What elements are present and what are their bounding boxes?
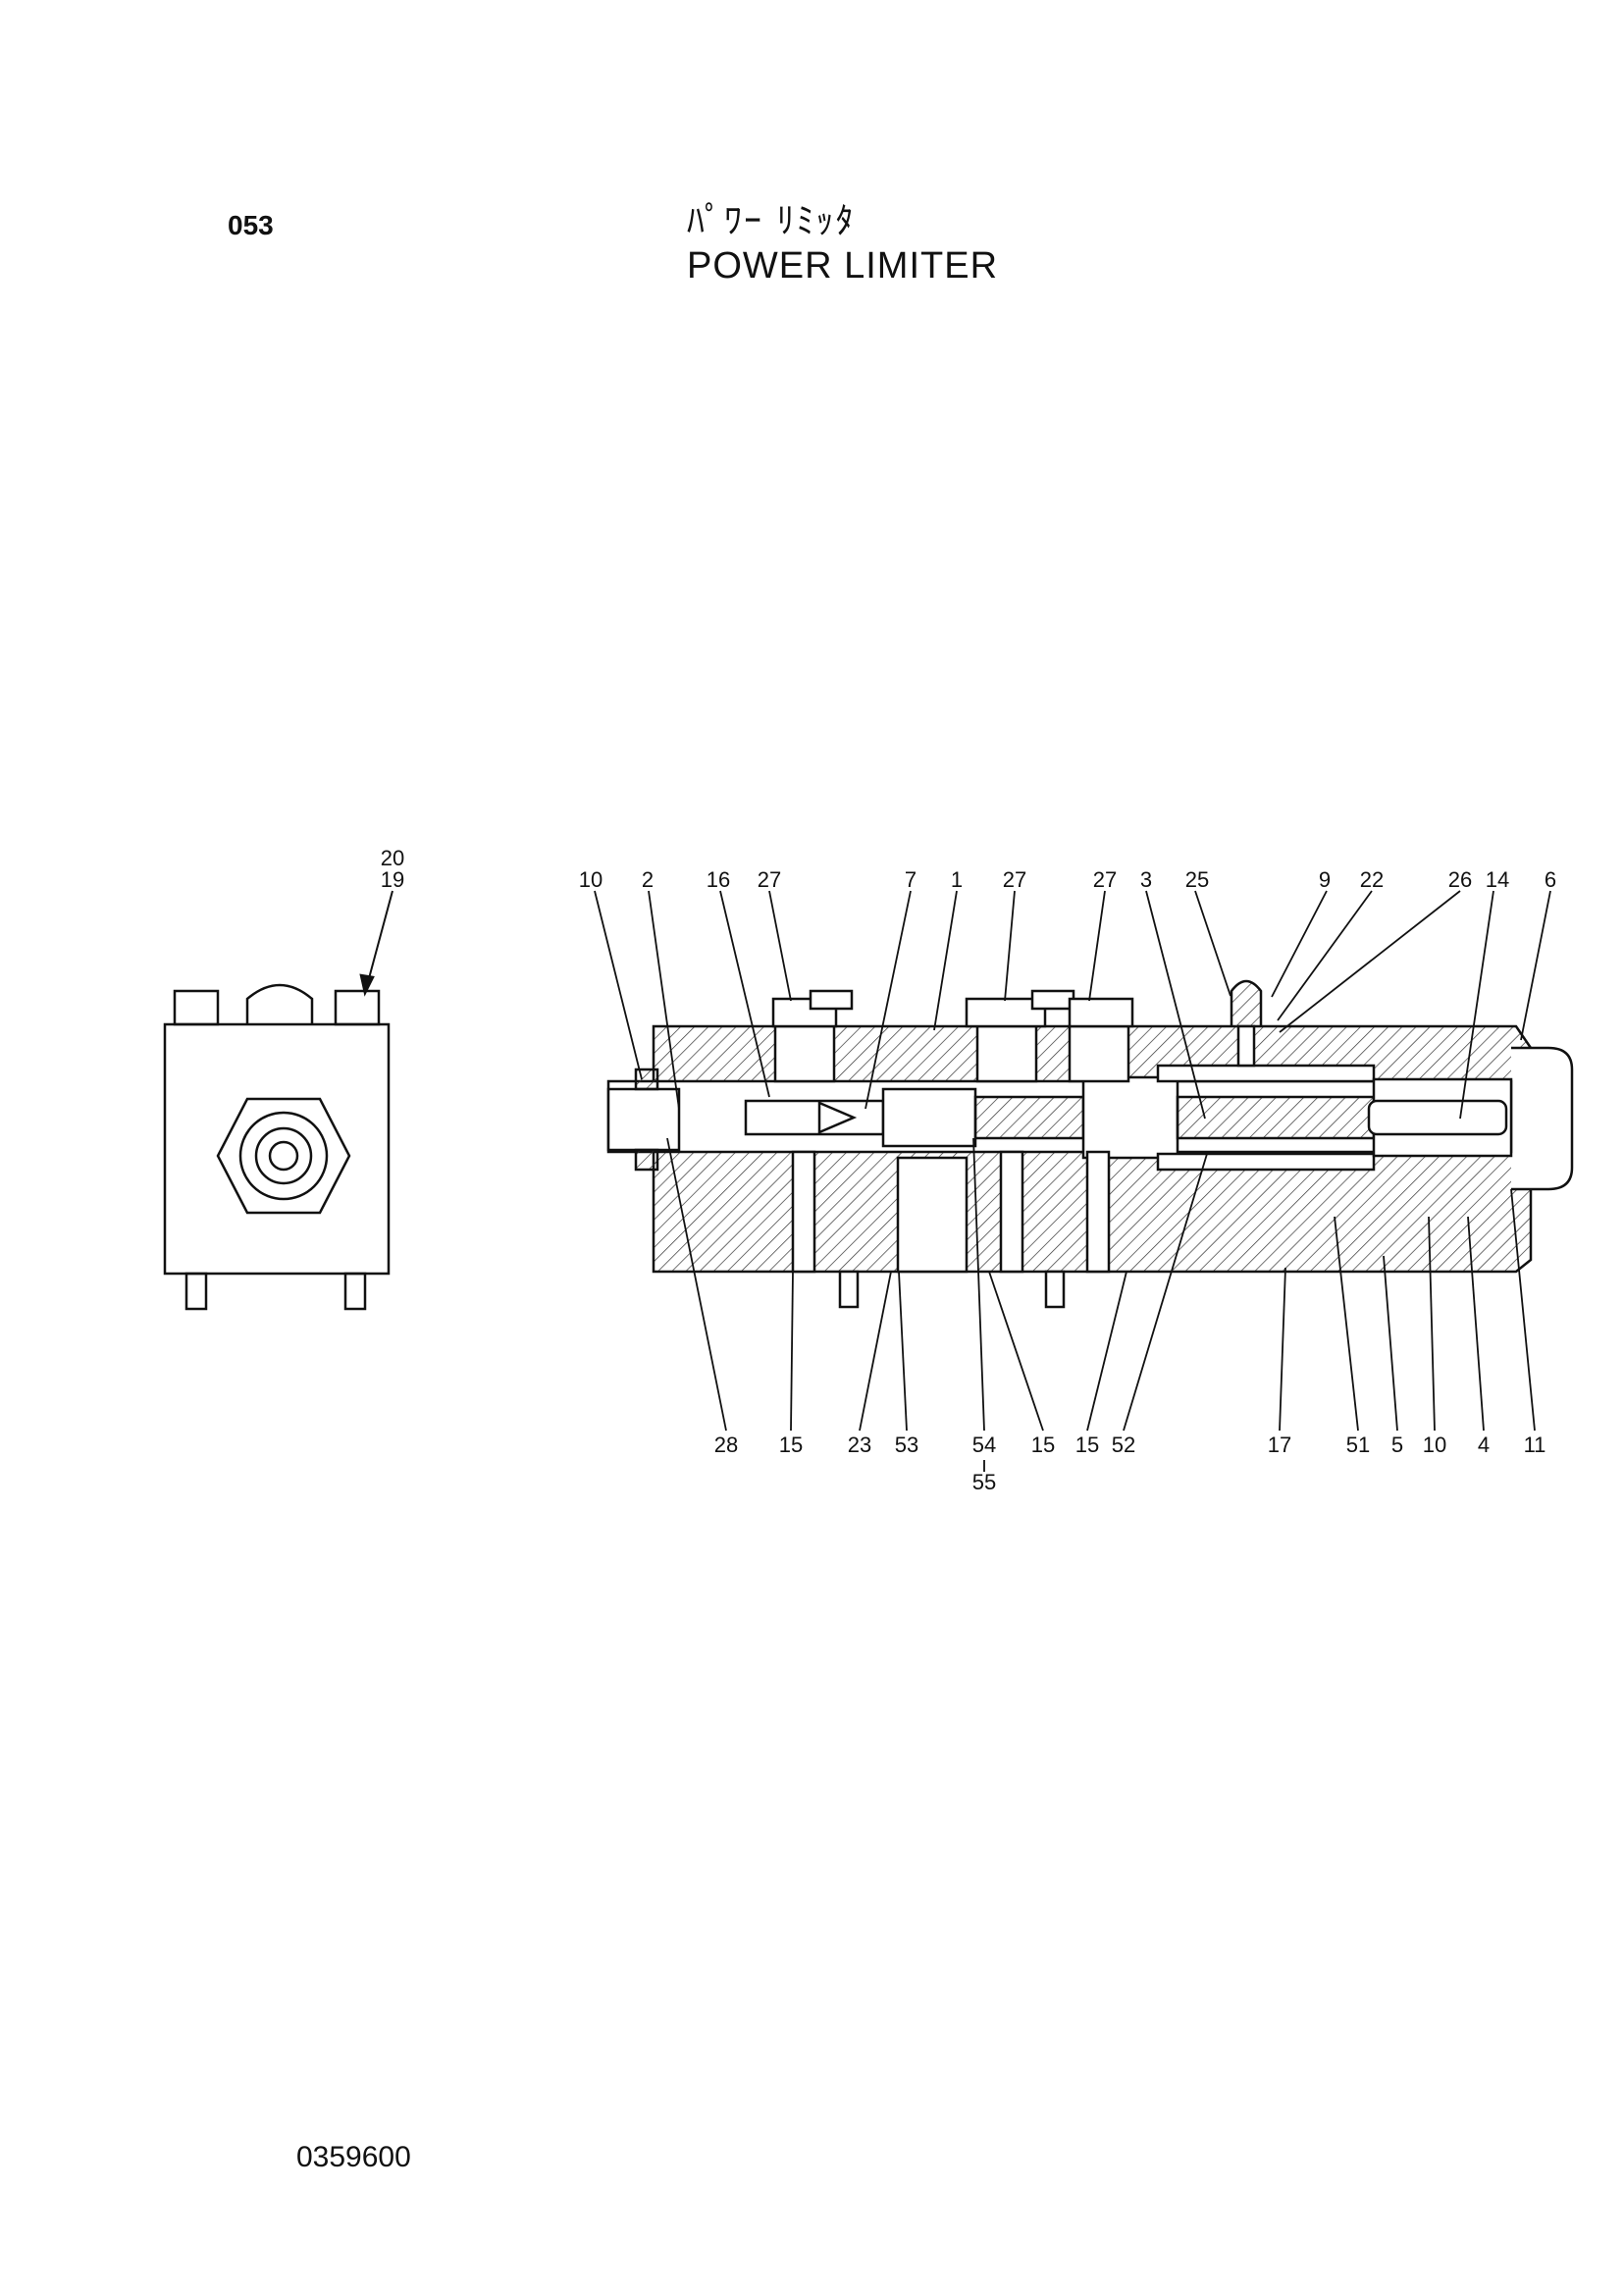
side-view-core (268, 1140, 299, 1172)
port-plug (773, 1024, 836, 1083)
callout-label: 1 (951, 867, 963, 892)
side-view-dome (245, 983, 314, 1024)
spring-chamber-bottom (1156, 1152, 1376, 1172)
callout-label: 15 (779, 1433, 803, 1457)
callout-label: 4 (1478, 1433, 1490, 1457)
leader-lines (594, 890, 1551, 1472)
callout-label: 6 (1545, 867, 1556, 892)
callout-label: 5 (1391, 1433, 1403, 1457)
spool-rod (973, 1095, 1085, 1140)
side-view-ring (238, 1111, 329, 1201)
poppet (817, 1101, 858, 1134)
title-japanese: ﾊﾟﾜｰ ﾘﾐｯﾀ (687, 201, 856, 241)
port (999, 1150, 1024, 1274)
drawing-number: 0359600 (296, 2141, 411, 2173)
left-nut (634, 1148, 659, 1172)
arrowhead (359, 973, 375, 997)
callout-label: 55 (972, 1470, 996, 1494)
bottom-pin (1044, 1270, 1066, 1309)
side-view (163, 890, 393, 1311)
callout-label: 27 (1093, 867, 1117, 892)
callout-label: 14 (1486, 867, 1509, 892)
callout-label: 7 (905, 867, 917, 892)
callout-label: 11 (1524, 1433, 1546, 1457)
callout-label: 9 (1319, 867, 1331, 892)
callout-label: 16 (707, 867, 730, 892)
side-view-ring (254, 1126, 313, 1185)
callout-label: 10 (579, 867, 602, 892)
spool-rod (1176, 1095, 1376, 1140)
title-english: POWER LIMITER (687, 245, 999, 287)
callout-label: 15 (1075, 1433, 1099, 1457)
bottom-pin (838, 1270, 860, 1309)
plunger (1367, 1099, 1508, 1136)
callout-label: 54 (972, 1433, 996, 1457)
port-plug (1068, 1024, 1130, 1083)
port (1085, 1150, 1111, 1274)
spool-stem (744, 1099, 885, 1136)
top-cap (809, 989, 854, 1011)
callout-label: 10 (1423, 1433, 1446, 1457)
callout-label: 53 (895, 1433, 918, 1457)
callout-label: 52 (1112, 1433, 1135, 1457)
port (791, 1150, 816, 1274)
side-view-cap (173, 989, 220, 1026)
section-view (606, 979, 1574, 1309)
side-view-cap (334, 989, 381, 1026)
callout-label: 3 (1140, 867, 1152, 892)
callout-label: 23 (848, 1433, 871, 1457)
side-view-body (163, 1022, 391, 1276)
top-cap (1068, 997, 1134, 1028)
page-number: 053 (228, 210, 274, 240)
callout-label: 19 (381, 867, 404, 892)
callout-label: 20 (381, 846, 404, 870)
collar (1081, 1075, 1179, 1160)
orifice-block (896, 1156, 969, 1274)
end-cap (1511, 1046, 1574, 1191)
callout-label: 27 (1003, 867, 1026, 892)
callout-label: 27 (758, 867, 781, 892)
callout-label: 51 (1346, 1433, 1370, 1457)
side-view-pin (343, 1272, 367, 1311)
callout-label: 15 (1031, 1433, 1055, 1457)
callout-label: 28 (714, 1433, 738, 1457)
top-cap (965, 997, 1047, 1028)
side-view-hex-nut (216, 1097, 351, 1215)
callout-label: 17 (1268, 1433, 1291, 1457)
side-view-pin (184, 1272, 208, 1311)
callouts: 20 19 10 2 16 27 7 1 27 27 3 25 9 22 26 … (381, 846, 1556, 1494)
vent-plug (1230, 979, 1263, 1026)
vent-passage (1236, 1024, 1256, 1068)
callout-label: 2 (642, 867, 654, 892)
callout-label: 25 (1185, 867, 1209, 892)
piston (881, 1087, 977, 1148)
spring-chamber-top (1156, 1064, 1376, 1083)
port-plug (975, 1024, 1038, 1083)
left-nut (634, 1068, 659, 1091)
top-cap (1030, 989, 1075, 1011)
callout-label: 22 (1360, 867, 1384, 892)
callout-label: 26 (1448, 867, 1472, 892)
